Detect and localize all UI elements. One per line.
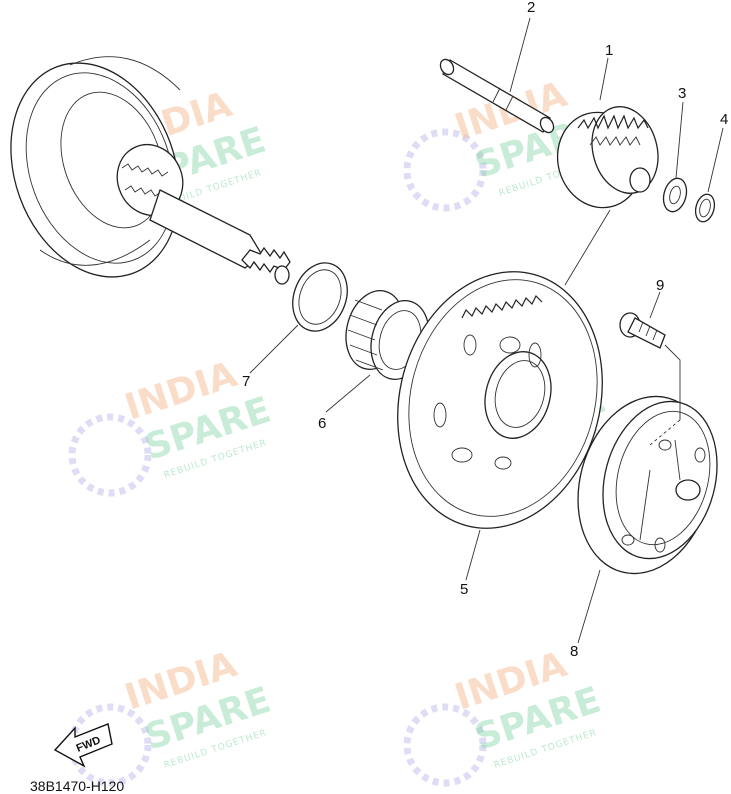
watermark-bottom-left: INDIA SPARE REBUILD TOGETHER	[68, 644, 276, 787]
crankshaft-flywheel-assembly	[10, 56, 291, 285]
assembly-guide-lines	[564, 209, 681, 446]
callout-3: 3	[678, 85, 686, 102]
callout-9: 9	[656, 277, 664, 294]
fwd-arrow-icon: FWD	[53, 723, 113, 768]
part-4-circlip	[694, 193, 716, 223]
part-1-idler-gear	[556, 106, 659, 209]
callout-6: 6	[318, 415, 326, 432]
part-8-one-way-clutch	[577, 395, 718, 575]
callout-5: 5	[460, 581, 468, 598]
watermark-bottom-right: INDIA SPARE REBUILD TOGETHER	[403, 644, 606, 787]
drawing-code: 38B1470-H120	[30, 778, 124, 794]
part-3-washer	[662, 177, 688, 213]
callout-4: 4	[720, 111, 728, 128]
callouts: 1 2 3 4 5 6 7 8 9	[242, 0, 728, 660]
callout-leader-lines	[249, 17, 724, 644]
callout-1: 1	[605, 42, 613, 59]
part-5-starter-wheel-gear	[397, 271, 603, 529]
callout-2: 2	[527, 0, 535, 16]
part-9-bolt	[619, 312, 666, 349]
part-2-shaft	[439, 58, 555, 134]
callout-8: 8	[570, 643, 578, 660]
part-7-washer	[292, 262, 348, 332]
callout-7: 7	[242, 373, 250, 390]
